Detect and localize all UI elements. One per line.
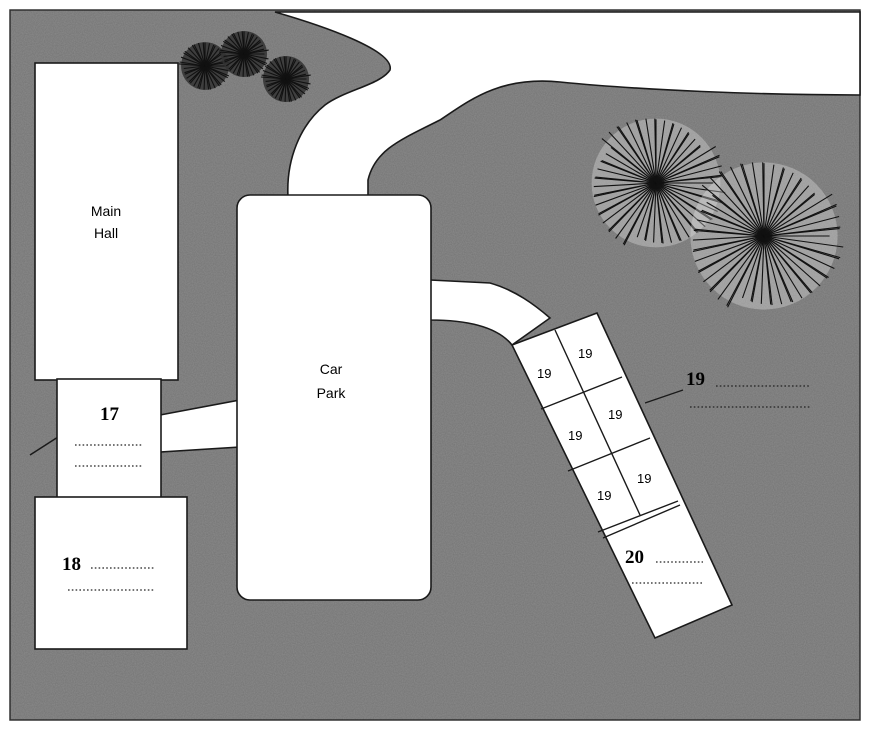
label-19: 19: [686, 369, 705, 390]
main-hall-label-line1: Main: [91, 203, 121, 219]
tree-icon: [690, 162, 844, 310]
area-17: [56, 378, 162, 500]
label-20: 20: [625, 547, 644, 568]
label-17: 17: [100, 404, 120, 425]
bay-label: 19: [568, 428, 582, 443]
tree-icon: [591, 118, 726, 248]
main-hall: [34, 62, 179, 381]
tree-icon: [261, 56, 311, 102]
car-park-label-line2: Park: [317, 385, 347, 401]
parking-bays: [510, 311, 734, 640]
bay-label: 19: [608, 407, 622, 422]
bay-label: 19: [537, 366, 551, 381]
label-18: 18: [62, 554, 81, 575]
area-18: [34, 496, 188, 650]
bay-label: 19: [597, 488, 611, 503]
bay-label: 19: [637, 471, 651, 486]
tree-icon: [219, 31, 269, 77]
left-road-edge: [29, 436, 59, 456]
callout-19-pointer: [644, 389, 684, 404]
trees: [179, 31, 844, 310]
main-hall-label-line2: Hall: [94, 225, 118, 241]
tree-icon: [179, 42, 231, 90]
car-park: [236, 194, 432, 601]
top-road: [274, 11, 861, 198]
bay-label: 19: [578, 346, 592, 361]
car-park-label-line1: Car: [320, 361, 343, 377]
